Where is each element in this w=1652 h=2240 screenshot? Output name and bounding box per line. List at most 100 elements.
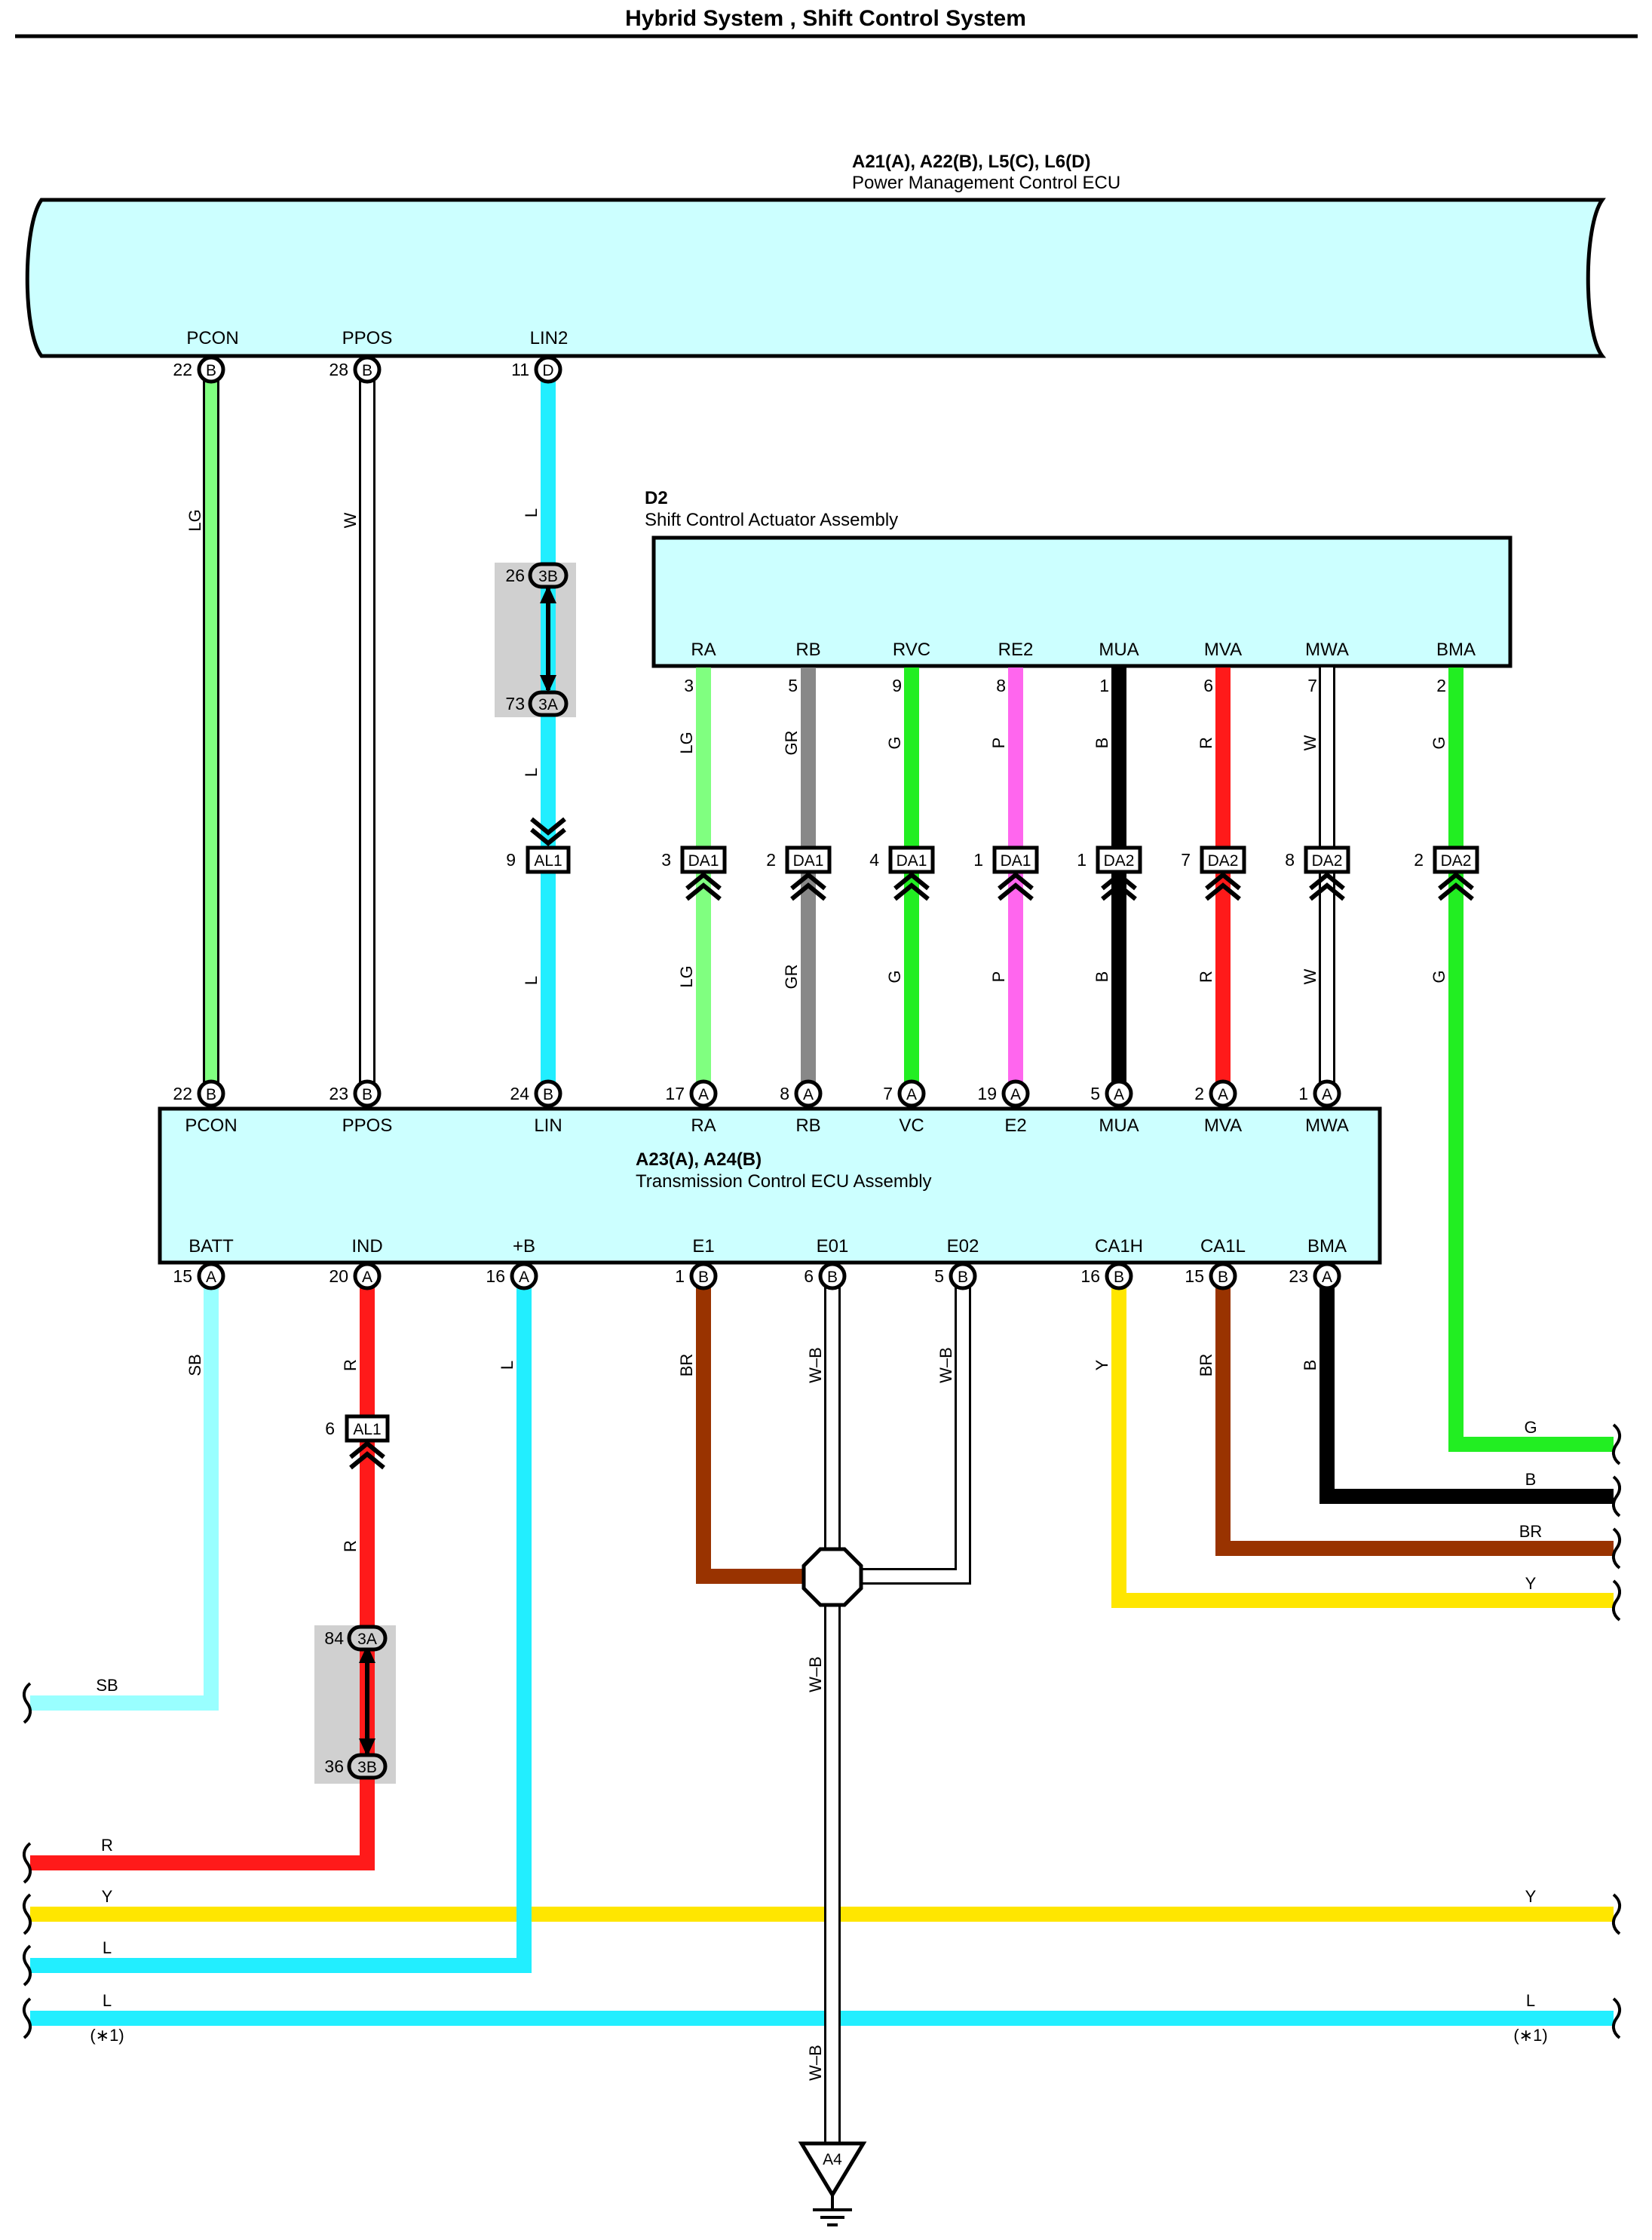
wire-label: G (1524, 1418, 1537, 1437)
wire-label: G (885, 970, 904, 983)
connector-pin: 7 (1181, 850, 1191, 870)
pin-number: 6 (804, 1266, 814, 1286)
junction-label: 3B (538, 568, 558, 585)
wire-label: Y (1093, 1359, 1111, 1370)
actuator-box (651, 535, 1513, 668)
pin-circle (1209, 1079, 1237, 1108)
wire-label: B (1093, 738, 1111, 749)
act-pin: 1 (1099, 676, 1109, 695)
wire-label: L (103, 1991, 112, 2010)
wire-label: BR (1197, 1354, 1215, 1377)
connector-box (526, 845, 571, 874)
wire-bma-b (1319, 1275, 1614, 1504)
tc-term: BMA (1307, 1236, 1347, 1257)
pin-circle (534, 355, 562, 384)
pm-ecu-name: Power Management Control ECU (852, 173, 1120, 193)
pin-letter: A (1322, 1086, 1332, 1103)
junction-pin: 26 (505, 566, 525, 585)
act-pin: 2 (1436, 676, 1446, 695)
wire-label: LG (677, 965, 696, 987)
pin-letter: A (1218, 1086, 1228, 1103)
connector-box (1096, 845, 1142, 874)
junction-label: 3B (357, 1759, 377, 1776)
tc-ecu-codes: A23(A), A24(B) (636, 1149, 762, 1170)
pin-number: 7 (883, 1084, 893, 1103)
junction-pin: 36 (324, 1757, 344, 1776)
wire-label: B (1525, 1470, 1537, 1489)
junction-label: 3A (357, 1631, 377, 1648)
tc-term: +B (513, 1236, 535, 1257)
connector-pin: 9 (506, 850, 516, 870)
connector-box (785, 845, 832, 874)
connector-label: DA2 (1208, 852, 1239, 870)
pin-circle (510, 1262, 538, 1290)
pm-term-label-ppos: PPOS (342, 328, 393, 348)
tc-term: E2 (1004, 1115, 1026, 1136)
junction-oval (528, 562, 569, 589)
junction-pins: 3B 26 3A 73 3A 84 3B 36 (324, 562, 569, 1780)
connector-label: AL1 (353, 1421, 381, 1438)
act-term-ra: RA (691, 640, 716, 660)
pin-letter: B (206, 1086, 216, 1103)
tc-term: RB (795, 1115, 820, 1136)
junction-arrow-up (359, 1645, 375, 1663)
wire-label: P (989, 738, 1008, 749)
actuator-code: D2 (645, 488, 668, 508)
act-pin: 7 (1307, 676, 1317, 695)
junction-block-lin (495, 563, 576, 717)
connector-label: DA1 (793, 852, 824, 870)
chevron-icon (1309, 872, 1345, 901)
wire-ca1l-br (1215, 1275, 1614, 1556)
pin-circle (897, 1079, 926, 1108)
wire-break-icon (1611, 1423, 1622, 1465)
junction-oval (528, 690, 569, 717)
junction-arrow-up (540, 585, 556, 603)
wire-label: W (1301, 968, 1319, 984)
wire-label: R (1197, 737, 1215, 749)
right-wire-labels: G B BR Y (1519, 1418, 1543, 1593)
chevron-icon (893, 872, 930, 901)
wire-label: GR (782, 965, 801, 990)
pin-number: 15 (1185, 1266, 1204, 1286)
wire-break-icon (1611, 1475, 1622, 1517)
connector-label: DA1 (1001, 852, 1031, 870)
wire-batt-sb (30, 1275, 219, 1711)
pin-circle (794, 1079, 823, 1108)
pin-circle (197, 1079, 225, 1108)
chevron-icon (530, 817, 566, 846)
wire-label: L (1526, 1991, 1535, 2010)
actuator-pin-numbers: 3 5 9 8 1 6 7 2 (684, 676, 1446, 695)
tc-term: IND (351, 1236, 382, 1257)
pin-letter: A (1010, 1086, 1021, 1103)
act-pin: 3 (684, 676, 694, 695)
pm-ecu-pins: B 22 B 28 D 11 (173, 355, 562, 384)
bottom-wire-labels: SB R Y Y L L L (∗1) (∗1) (90, 1676, 1547, 2045)
wire-label: L (498, 1361, 516, 1370)
wire-label: G (1430, 736, 1448, 749)
pin-number: 23 (329, 1084, 348, 1103)
pin-circle (1105, 1079, 1133, 1108)
tc-bottom-terminal-labels: BATT IND +B E1 E01 E02 CA1H CA1L BMA (188, 1236, 1347, 1257)
pin-letter: B (1114, 1269, 1124, 1286)
pin-letter: A (698, 1086, 709, 1103)
pin-letter: B (362, 362, 372, 379)
wire-note: (∗1) (1513, 2026, 1547, 2045)
wire-color-labels: LG W L L L LG GR G P B R W G LG GR G P B… (185, 508, 1448, 2081)
wire-label: L (522, 976, 541, 985)
chevron-icon (1438, 872, 1474, 901)
tc-term: BATT (188, 1236, 234, 1257)
wire-ca1h-y (1111, 1275, 1614, 1608)
wire-label: W (341, 512, 360, 528)
wire-break-icon (22, 1997, 32, 2039)
junction-label: 3A (538, 696, 558, 713)
wire-label: W–B (936, 1347, 955, 1383)
act-term-mua: MUA (1099, 640, 1139, 660)
wire-break-icon (1611, 1997, 1622, 2039)
connector-pin: 3 (661, 850, 671, 870)
pm-ecu-codes: A21(A), A22(B), L5(C), L6(D) (852, 152, 1090, 172)
wire-label: B (1301, 1360, 1319, 1371)
ground-icon: A4 (798, 2141, 867, 2226)
wire-label: SB (96, 1676, 118, 1695)
pin-number: 5 (934, 1266, 944, 1286)
pin-number: 22 (173, 1084, 192, 1103)
